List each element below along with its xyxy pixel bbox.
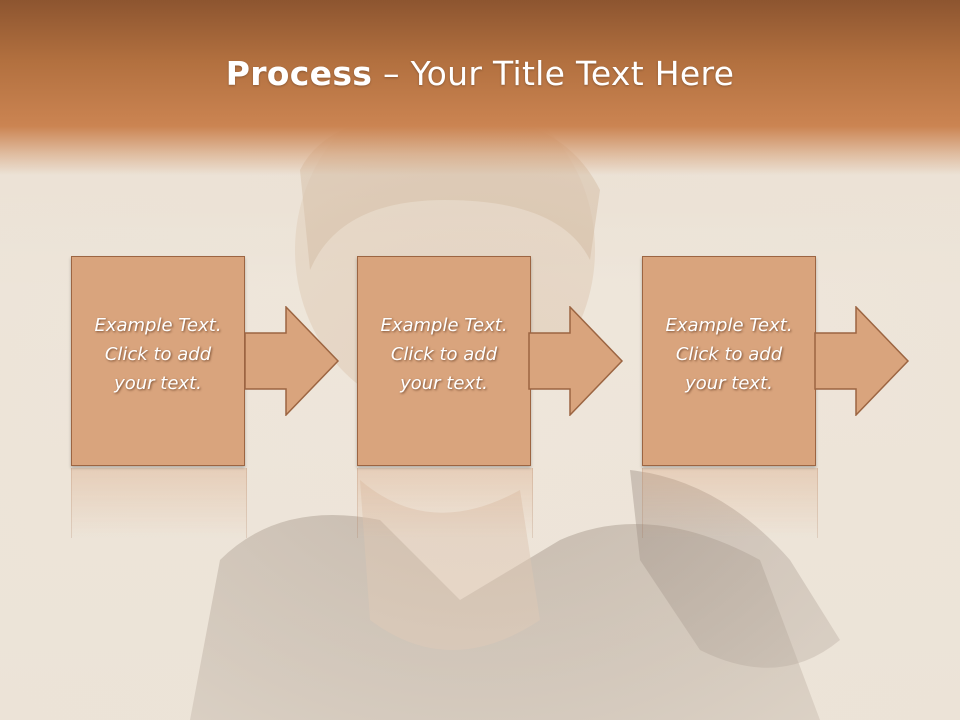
step-3-text[interactable]: Example Text. Click to add your text. (643, 311, 815, 398)
step-3-reflection (642, 468, 818, 538)
step-2-reflection (357, 468, 533, 538)
step-1-line-3: your text. (114, 373, 202, 394)
step-2-line-2: Click to add (390, 344, 498, 365)
step-2-text[interactable]: Example Text. Click to add your text. (358, 311, 530, 398)
step-3-line-1: Example Text. (665, 315, 793, 336)
title-bold-text: Process (225, 54, 373, 93)
slide-title[interactable]: Process – Your Title Text Here (0, 52, 960, 96)
step-1-reflection (71, 468, 247, 538)
step-3-line-3: your text. (685, 373, 773, 394)
step-1-line-2: Click to add (104, 344, 212, 365)
process-step-3[interactable]: Example Text. Click to add your text. (642, 256, 816, 466)
step-2-line-3: your text. (400, 373, 488, 394)
step-2-line-1: Example Text. (380, 315, 508, 336)
step-1-box[interactable]: Example Text. Click to add your text. (71, 256, 245, 466)
arrow-right-icon (244, 306, 340, 416)
step-2-box[interactable]: Example Text. Click to add your text. (357, 256, 531, 466)
title-bar: Process – Your Title Text Here (0, 0, 960, 175)
title-rest-text: – Your Title Text Here (372, 54, 735, 93)
step-3-box[interactable]: Example Text. Click to add your text. (642, 256, 816, 466)
arrow-right-icon (814, 306, 910, 416)
step-1-line-1: Example Text. (94, 315, 222, 336)
step-1-text[interactable]: Example Text. Click to add your text. (72, 311, 244, 398)
arrow-right-icon (528, 306, 624, 416)
process-step-2[interactable]: Example Text. Click to add your text. (357, 256, 531, 466)
step-3-line-2: Click to add (675, 344, 783, 365)
process-step-1[interactable]: Example Text. Click to add your text. (71, 256, 245, 466)
